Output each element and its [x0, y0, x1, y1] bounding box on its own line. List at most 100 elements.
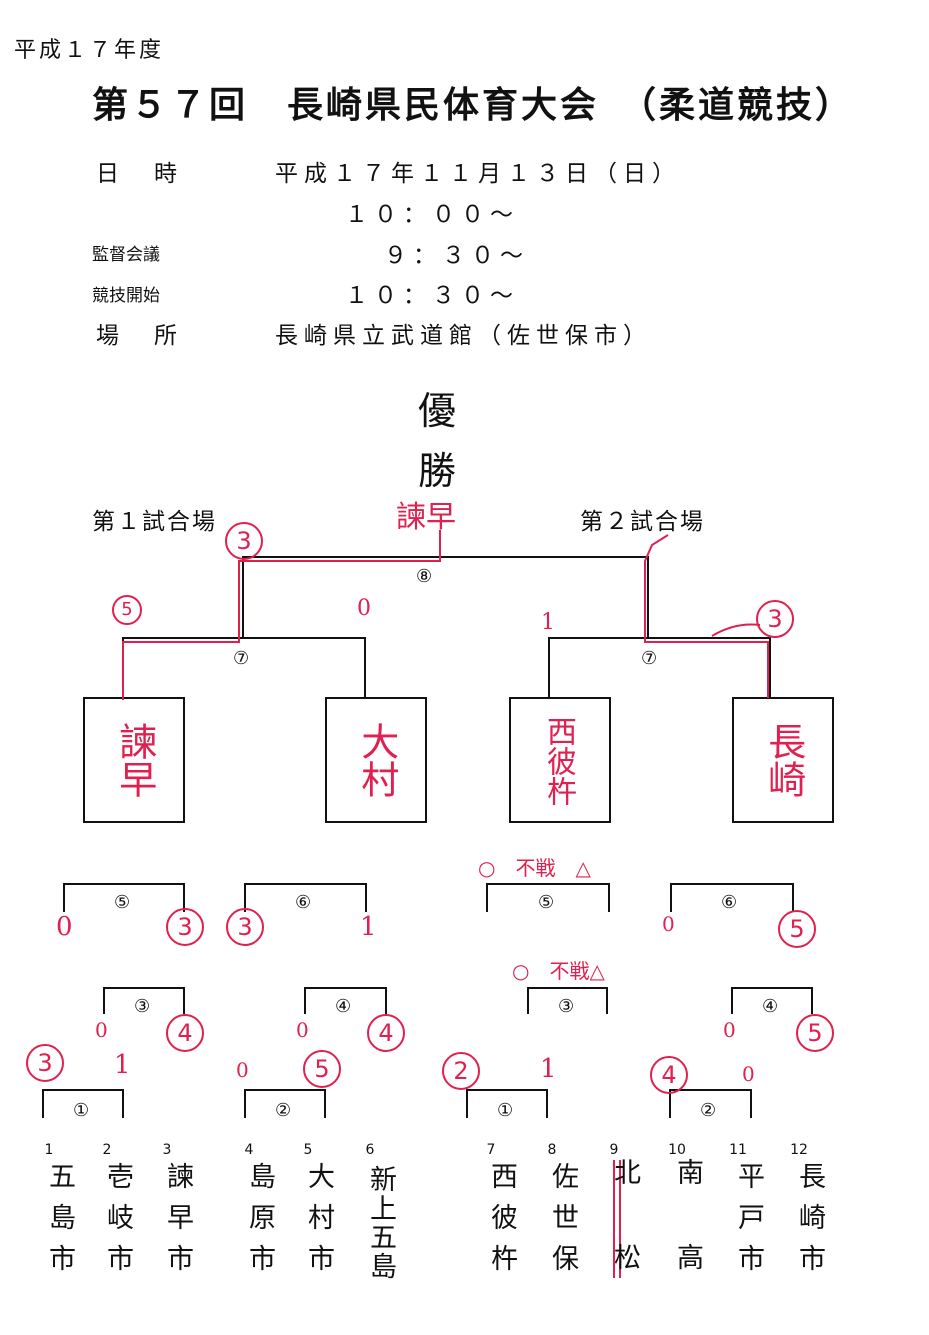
q4-right-line [731, 987, 813, 1014]
q6l-score-b: 1 [360, 912, 377, 942]
championship-label-1: 優 [418, 389, 457, 433]
runnerup-path-line [644, 534, 769, 698]
r1l-score-b: 1 [114, 1050, 131, 1080]
match-8-label: ⑧ [416, 566, 433, 587]
match-5-right-label: ⑤ [538, 892, 555, 913]
final-score-left: 3 [225, 522, 263, 560]
match-5-left-label: ⑤ [114, 892, 131, 913]
q3-right-line [527, 987, 608, 1014]
semifinalist-box-4 [732, 697, 834, 823]
q4l-score-b: 4 [367, 1014, 405, 1052]
match-7-left-label: ⑦ [233, 648, 250, 669]
date-label: 日 時 [96, 161, 183, 187]
match-6-right-label: ⑥ [721, 892, 738, 913]
champion-name: 諫早 [396, 500, 456, 535]
q5r-score-a: 0 [662, 912, 675, 936]
team-number: 1 [44, 1142, 54, 1158]
semi-left-score-b: 0 [357, 596, 371, 621]
r1r-score-b: 1 [540, 1054, 557, 1084]
team-number: 9 [609, 1142, 619, 1158]
semifinalist-name-2: 大村 [354, 722, 399, 798]
q5l-score-b: 3 [166, 908, 204, 946]
team-name: 島原市 [244, 1161, 275, 1285]
match-3-left-label: ③ [134, 996, 151, 1017]
match-1-right-label: ① [497, 1100, 514, 1121]
q6-right-line [670, 883, 794, 912]
team-number: 12 [790, 1142, 808, 1158]
meeting-label: 監督会議 [92, 245, 160, 265]
team-name: 諫早市 [162, 1161, 193, 1285]
team-number: 11 [729, 1142, 747, 1158]
semi-left-score-a: 5 [112, 595, 142, 625]
fusen-note-1: ○ 不戦 △ [478, 856, 591, 880]
r1l-score-a: 3 [26, 1044, 64, 1082]
team-name: 五島市 [44, 1161, 75, 1285]
date-value: 平成１７年１１月１３日（日） [275, 161, 681, 187]
runnerup-score-pointer [711, 623, 761, 637]
semi-right-score-b: 3 [756, 600, 794, 638]
q6-left-line [244, 883, 367, 912]
semifinalist-name-3: 西彼杵 [541, 716, 576, 806]
q4-left-line [304, 987, 387, 1014]
team-name: 長崎市 [794, 1161, 825, 1285]
semi-right-bracket-line [548, 637, 771, 698]
team-name: 佐世保 [547, 1161, 578, 1285]
fusen-note-2: ○ 不戦△ [512, 959, 605, 983]
semifinalist-box-2 [325, 697, 427, 823]
r2-left-line [244, 1089, 326, 1118]
r2r-score-a: 4 [650, 1056, 688, 1094]
r1r-score-a: 2 [442, 1052, 480, 1090]
team-number: 6 [365, 1142, 375, 1158]
q5-right-line [486, 883, 610, 912]
team-name: 西彼杵 [486, 1161, 517, 1285]
page-title: 第５７回 長崎県民体育大会 （柔道競技） [92, 85, 855, 126]
era-label: 平成１７年度 [14, 38, 165, 63]
team-number: 8 [547, 1142, 557, 1158]
match-4-right-label: ④ [762, 996, 779, 1017]
r2-right-line [669, 1089, 752, 1118]
r2r-score-b: 0 [742, 1062, 755, 1086]
winner-path-line [122, 530, 441, 700]
q4r-score-b: 5 [796, 1014, 834, 1052]
team-number: 4 [244, 1142, 254, 1158]
r2l-score-a: 0 [236, 1058, 249, 1082]
team-number: 7 [486, 1142, 496, 1158]
semifinalist-box-3 [509, 697, 611, 823]
q4r-score-a: 0 [723, 1018, 736, 1042]
championship-label-2: 勝 [418, 449, 457, 493]
meeting-time: ９：３０～ [384, 243, 529, 269]
match-4-left-label: ④ [335, 996, 352, 1017]
final-bracket-line [242, 556, 649, 638]
q3l-score-a: 0 [95, 1018, 108, 1042]
venue-left-label: 第１試合場 [92, 509, 217, 535]
match-6-left-label: ⑥ [295, 892, 312, 913]
match-2-left-label: ② [275, 1100, 292, 1121]
team-name: 北松 [609, 1158, 640, 1328]
team-number: 5 [303, 1142, 313, 1158]
time-main: １０：００～ [345, 202, 519, 228]
venue-value: 長崎県立武道館（佐世保市） [275, 323, 652, 349]
r2l-score-b: 5 [303, 1050, 341, 1088]
team-name: 新上五島 [365, 1165, 396, 1281]
venue-label: 場 所 [96, 323, 183, 349]
team-number: 10 [668, 1142, 686, 1158]
team-name: 大村市 [303, 1161, 334, 1285]
team-name: 南高 [672, 1158, 703, 1328]
match-1-left-label: ① [73, 1100, 90, 1121]
q5r-score-b: 5 [778, 910, 816, 948]
r1-left-line [42, 1089, 124, 1118]
team-name: 平戸市 [733, 1161, 764, 1285]
q5-left-line [63, 883, 185, 912]
team-number: 3 [162, 1142, 172, 1158]
match-7-right-label: ⑦ [641, 648, 658, 669]
q4l-score-a: 0 [296, 1018, 309, 1042]
q5l-score-a: 0 [56, 912, 73, 942]
semifinalist-name-1: 諫早 [112, 722, 157, 798]
q3-left-line [103, 987, 185, 1014]
q6l-score-a: 3 [226, 908, 264, 946]
start-time: １０：３０～ [345, 283, 519, 309]
semi-right-score-a: 1 [541, 610, 555, 635]
team-name: 壱岐市 [102, 1161, 133, 1285]
q3l-score-b: 4 [166, 1014, 204, 1052]
